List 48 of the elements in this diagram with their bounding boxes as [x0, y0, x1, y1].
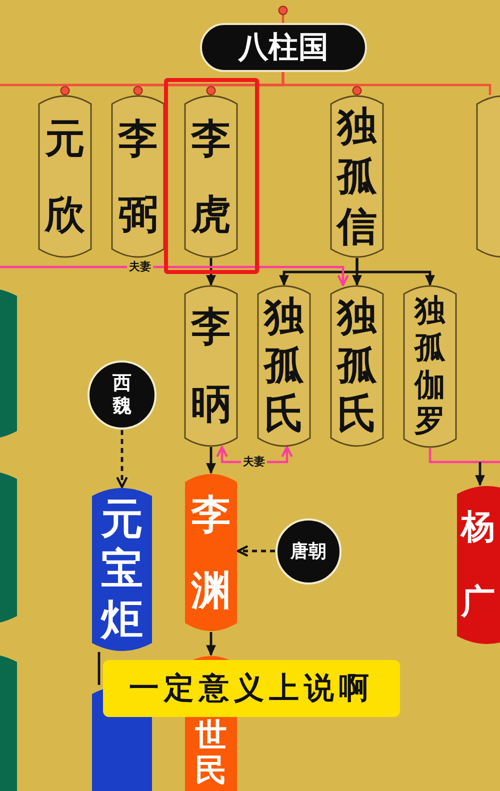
name-scroll: [184, 285, 238, 447]
name-scroll: [0, 287, 18, 440]
title-text: 八柱国: [238, 31, 328, 64]
name-scroll: [0, 470, 18, 625]
connector-arrow: [0, 266, 348, 286]
name-text: 李弼: [118, 114, 158, 240]
name-text: 元宝炬: [101, 494, 143, 646]
subtitle-caption: 一定意义上说啊: [103, 660, 400, 717]
name-text: 独孤氏: [337, 292, 377, 440]
name-scroll: [456, 485, 500, 645]
connector-line: [98, 652, 100, 685]
name-scroll: [38, 95, 92, 258]
connector-arrow: [356, 258, 435, 286]
name-text: 杨广: [461, 506, 495, 624]
label-circle: [87, 360, 157, 430]
connector-line: [428, 448, 500, 464]
name-text: 独孤氏: [264, 292, 304, 440]
dashed-arrow: [236, 546, 275, 556]
name-text: 独孤信: [337, 102, 377, 252]
circle-text: 唐朝: [290, 542, 326, 562]
name-scroll: [403, 285, 457, 448]
name-text: 李渊: [191, 490, 231, 616]
connector-arrow: [206, 258, 216, 286]
connector-arrow: [206, 632, 216, 656]
name-scroll: [0, 653, 18, 791]
connector-line: [0, 72, 284, 86]
label-circle: [275, 518, 342, 585]
connector-arrow: [475, 462, 485, 486]
name-text: 世民: [195, 718, 227, 788]
name-text: 李虎: [191, 114, 231, 240]
name-scroll: [111, 95, 165, 258]
edge-label: 夫妻: [127, 261, 153, 273]
name-scroll: [91, 487, 153, 652]
name-text: 独孤伽罗: [414, 293, 446, 440]
connector-arrow: [206, 447, 216, 474]
name-text: 元欣: [45, 114, 85, 240]
name-scroll: [184, 473, 238, 632]
hanger-line: [278, 6, 288, 23]
name-scroll: [330, 285, 384, 447]
name-scroll: [330, 95, 384, 258]
name-scroll: [184, 95, 238, 258]
circle-text: 西魏: [112, 372, 132, 418]
dashed-arrow: [116, 430, 128, 488]
edge-label: 夫妻: [241, 456, 267, 468]
name-scroll: [476, 95, 500, 258]
title-pill: [200, 23, 367, 72]
name-text: 李昞: [191, 303, 231, 430]
name-scroll: [257, 285, 311, 447]
